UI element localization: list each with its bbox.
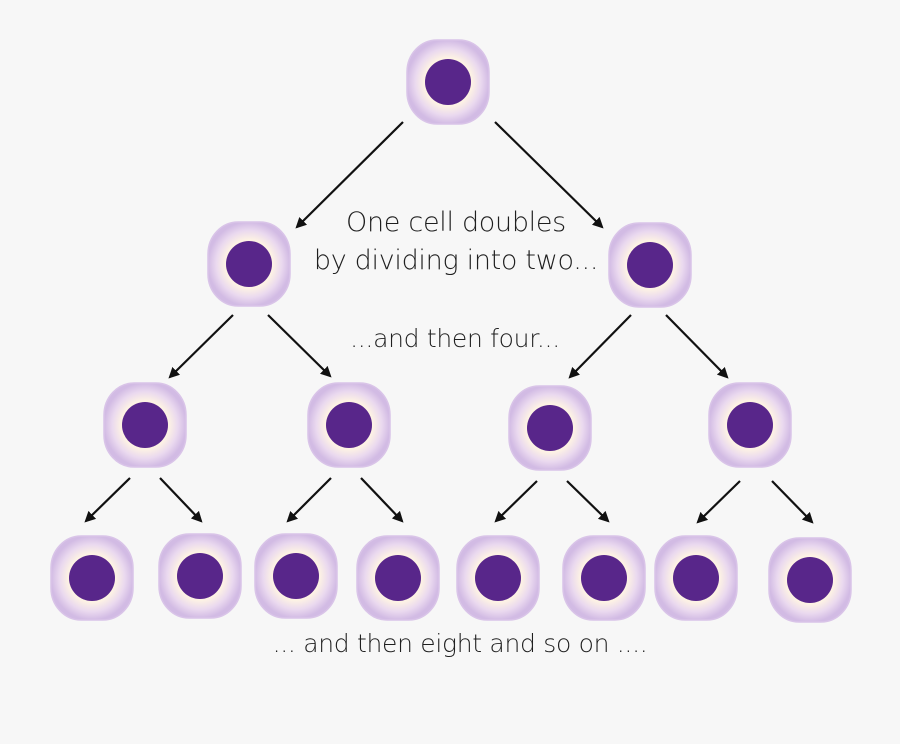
cell-gen4-5 — [456, 535, 540, 621]
cell-gen4-1 — [50, 535, 134, 621]
division-arrow-5 — [568, 314, 632, 379]
caption-doubling: One cell doubles by dividing into two... — [300, 204, 612, 280]
division-arrow-8 — [159, 477, 203, 523]
cell-nucleus — [627, 242, 673, 288]
caption-then-eight: ... and then eight and so on .... — [272, 629, 648, 658]
cell-nucleus — [673, 555, 719, 601]
cell-nucleus — [375, 555, 421, 601]
cell-gen2-1 — [207, 221, 291, 307]
cell-gen1-1 — [406, 39, 490, 125]
cell-gen4-4 — [356, 535, 440, 621]
division-arrow-6 — [665, 314, 729, 379]
division-arrow-10 — [360, 477, 404, 523]
arrows-layer — [84, 121, 814, 524]
cell-gen3-1 — [103, 382, 187, 468]
division-arrow-9 — [286, 477, 332, 523]
cell-gen4-8 — [768, 537, 852, 623]
division-arrow-12 — [566, 480, 610, 523]
cell-nucleus — [527, 405, 573, 451]
cell-nucleus — [273, 553, 319, 599]
caption-then-four: ...and then four... — [350, 324, 560, 353]
division-arrow-14 — [771, 480, 814, 524]
cell-nucleus — [581, 555, 627, 601]
cell-nucleus — [69, 555, 115, 601]
division-arrow-11 — [494, 480, 538, 523]
cell-nucleus — [177, 553, 223, 599]
caption-line-dividing-into-two: by dividing into two... — [313, 245, 599, 276]
cell-gen3-4 — [708, 382, 792, 468]
cell-gen3-2 — [307, 382, 391, 468]
cell-nucleus — [727, 402, 773, 448]
division-arrow-13 — [696, 480, 741, 524]
division-arrow-7 — [84, 477, 131, 523]
cell-nucleus — [425, 59, 471, 105]
cell-nucleus — [326, 402, 372, 448]
cells-layer — [50, 39, 852, 623]
cell-gen4-2 — [158, 533, 242, 619]
cell-gen4-6 — [562, 535, 646, 621]
cell-nucleus — [122, 402, 168, 448]
cell-nucleus — [475, 555, 521, 601]
division-arrow-1 — [295, 121, 404, 229]
cell-gen4-7 — [654, 535, 738, 621]
cell-nucleus — [787, 557, 833, 603]
division-arrow-2 — [494, 121, 604, 229]
cell-nucleus — [226, 241, 272, 287]
cell-gen4-3 — [254, 533, 338, 619]
division-arrow-3 — [168, 314, 234, 379]
cell-gen2-2 — [608, 222, 692, 308]
cell-gen3-3 — [508, 385, 592, 471]
division-arrow-4 — [267, 314, 332, 378]
caption-line-one-cell-doubles: One cell doubles — [346, 207, 566, 238]
